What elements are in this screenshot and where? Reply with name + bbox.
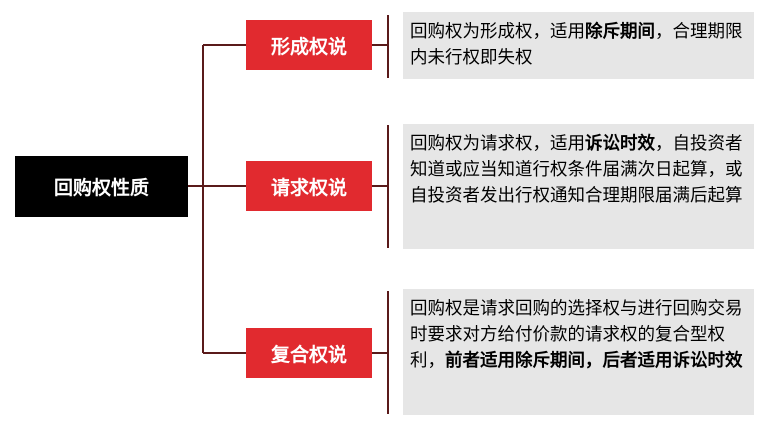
branch-node-claim-right: 请求权说	[246, 161, 372, 211]
root-label: 回购权性质	[53, 177, 149, 199]
desc-text: ，合理期限内未行权即失权	[410, 22, 743, 68]
desc-text: 回购权为形成权，适用	[410, 22, 585, 42]
desc-text-bold: 除斥期间	[585, 22, 655, 42]
description-box-formation-right: 回购权为形成权，适用除斥期间，合理期限内未行权即失权	[403, 12, 754, 79]
branch-label: 复合权说	[270, 343, 347, 366]
branch-label: 请求权说	[270, 176, 347, 199]
root-node: 回购权性质	[15, 156, 188, 217]
description-box-claim-right: 回购权为请求权，适用诉讼时效，自投资者知道或应当知道行权条件届满次日起算，或自投…	[403, 124, 754, 249]
desc-text: 回购权为请求权，适用	[410, 134, 585, 154]
branch-node-composite-right: 复合权说	[246, 328, 372, 378]
desc-text: 回购权是请求回购的选择权与进行回购交易时要求对方给付价款的请求权的复合型权利，	[410, 299, 743, 371]
desc-text-bold: 前者适用除斥期间，后者适用诉讼时效	[445, 351, 743, 371]
branch-label: 形成权说	[270, 35, 347, 58]
description-box-composite-right: 回购权是请求回购的选择权与进行回购交易时要求对方给付价款的请求权的复合型权利，前…	[403, 289, 754, 415]
desc-text-bold: 诉讼时效	[585, 134, 655, 154]
branch-node-formation-right: 形成权说	[246, 20, 372, 70]
desc-text: ，自投资者知道或应当知道行权条件届满次日起算，或自投资者发出行权通知合理期限届满…	[410, 134, 743, 206]
